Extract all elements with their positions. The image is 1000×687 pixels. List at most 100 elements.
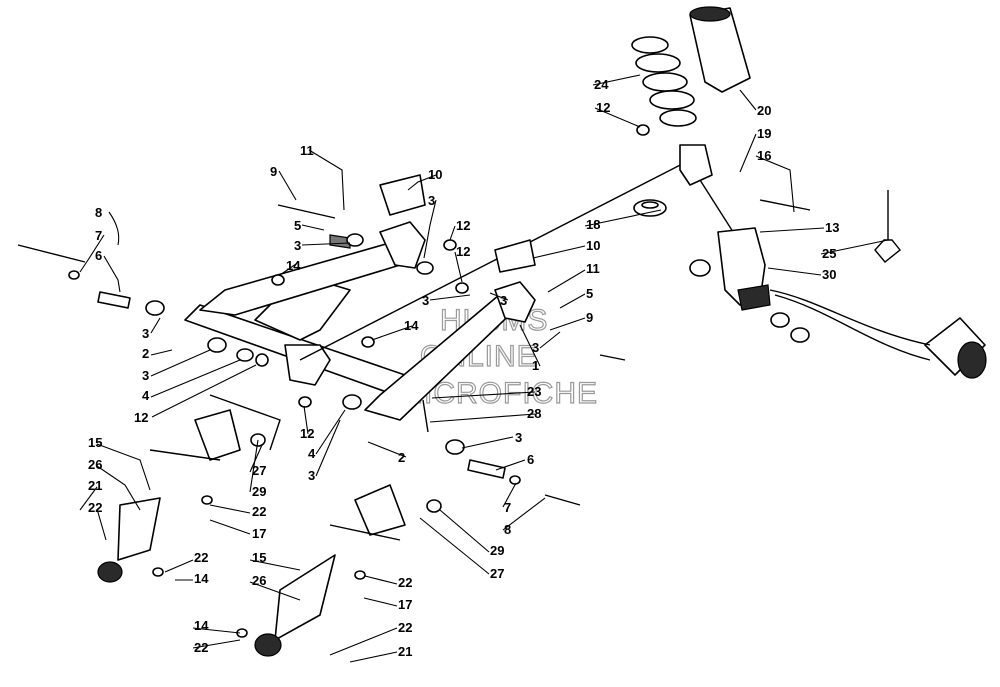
lower-arm <box>364 281 536 421</box>
callout-12: 12 <box>134 410 148 425</box>
leader-line <box>439 509 490 553</box>
callout-21: 21 <box>398 644 412 659</box>
leader-line <box>454 251 463 283</box>
callout-3: 3 <box>428 193 435 208</box>
callout-3: 3 <box>422 293 429 308</box>
callout-28: 28 <box>527 406 541 421</box>
leader-line <box>594 107 641 128</box>
callout-18: 18 <box>586 217 600 232</box>
leader-line <box>449 225 456 241</box>
leader-line <box>755 155 795 213</box>
leader-line <box>423 199 437 259</box>
callout-7: 7 <box>95 228 102 243</box>
callout-2: 2 <box>142 346 149 361</box>
callout-22: 22 <box>194 640 208 655</box>
leader-line <box>519 324 541 367</box>
leader-line <box>150 359 241 398</box>
callout-27: 27 <box>490 566 504 581</box>
callout-24: 24 <box>594 77 609 92</box>
leader-line <box>209 504 251 514</box>
callout-14: 14 <box>404 318 419 333</box>
leader-line <box>367 441 407 458</box>
leader-line <box>461 436 514 449</box>
leader-line <box>502 482 517 508</box>
leader-line <box>549 317 586 331</box>
callout-9: 9 <box>586 310 593 325</box>
shock-absorber <box>299 144 771 361</box>
callout-3: 3 <box>142 368 149 383</box>
callout-8: 8 <box>95 205 102 220</box>
spring <box>631 36 697 127</box>
leader-line <box>301 224 325 231</box>
leader-line <box>429 413 536 423</box>
leader-line <box>502 497 546 531</box>
leader-line <box>767 267 822 276</box>
callout-15: 15 <box>252 550 266 565</box>
callout-22: 22 <box>88 500 102 515</box>
leader-line <box>739 89 757 111</box>
callout-12: 12 <box>456 244 470 259</box>
leader-line <box>150 317 161 334</box>
callout-1: 1 <box>532 358 539 373</box>
callout-3: 3 <box>308 468 315 483</box>
callout-25: 25 <box>822 246 836 261</box>
callout-22: 22 <box>398 575 412 590</box>
callout-12: 12 <box>456 218 470 233</box>
leader-line <box>489 292 509 301</box>
leader-line <box>759 227 825 233</box>
leader-line <box>329 627 398 656</box>
callout-6: 6 <box>527 452 534 467</box>
leader-line <box>419 517 490 575</box>
callout-6: 6 <box>95 248 102 263</box>
leader-line <box>820 239 889 255</box>
leader-line <box>315 409 346 455</box>
callout-29: 29 <box>490 543 504 558</box>
leader-line <box>209 519 251 535</box>
leader-line <box>532 245 586 259</box>
leader-line <box>151 364 257 418</box>
callout-9: 9 <box>270 164 277 179</box>
callout-22: 22 <box>252 504 266 519</box>
leader-line <box>739 133 757 173</box>
leader-line <box>79 486 98 511</box>
leader-line <box>547 269 586 293</box>
callout-5: 5 <box>586 286 593 301</box>
leader-line <box>108 211 120 246</box>
callout-22: 22 <box>194 550 208 565</box>
callout-7: 7 <box>504 500 511 515</box>
callout-22: 22 <box>398 620 412 635</box>
callout-30: 30 <box>822 267 836 282</box>
leader-line <box>96 443 151 491</box>
callout-4: 4 <box>308 446 316 461</box>
callout-14: 14 <box>194 571 209 586</box>
callout-10: 10 <box>428 167 442 182</box>
callout-labels: 1 2 2 3 3 3 3 3 3 3 3 3 4 4 5 5 6 6 7 7 … <box>88 77 839 659</box>
callout-3: 3 <box>294 238 301 253</box>
callout-11: 11 <box>300 143 314 158</box>
leader-line <box>364 575 398 585</box>
leader-line <box>592 74 641 86</box>
callout-16: 16 <box>757 148 771 163</box>
callout-12: 12 <box>300 426 314 441</box>
callout-17: 17 <box>252 526 266 541</box>
upper-arm <box>199 221 426 316</box>
spring-boot <box>689 6 751 93</box>
leader-line <box>164 559 194 573</box>
leader-line <box>150 349 211 377</box>
callout-8: 8 <box>504 522 511 537</box>
callout-11: 11 <box>586 261 600 276</box>
callout-26: 26 <box>88 457 102 472</box>
leader-line <box>315 419 341 477</box>
callout-26: 26 <box>252 573 266 588</box>
callout-14: 14 <box>286 258 301 273</box>
callout-12: 12 <box>596 100 610 115</box>
callout-13: 13 <box>825 220 839 235</box>
leader-line <box>407 174 437 191</box>
leader-line <box>249 439 259 493</box>
callout-20: 20 <box>757 103 771 118</box>
footrest-right <box>254 484 406 657</box>
callout-19: 19 <box>757 126 771 141</box>
callout-3: 3 <box>532 340 539 355</box>
leader-lines <box>79 74 889 663</box>
